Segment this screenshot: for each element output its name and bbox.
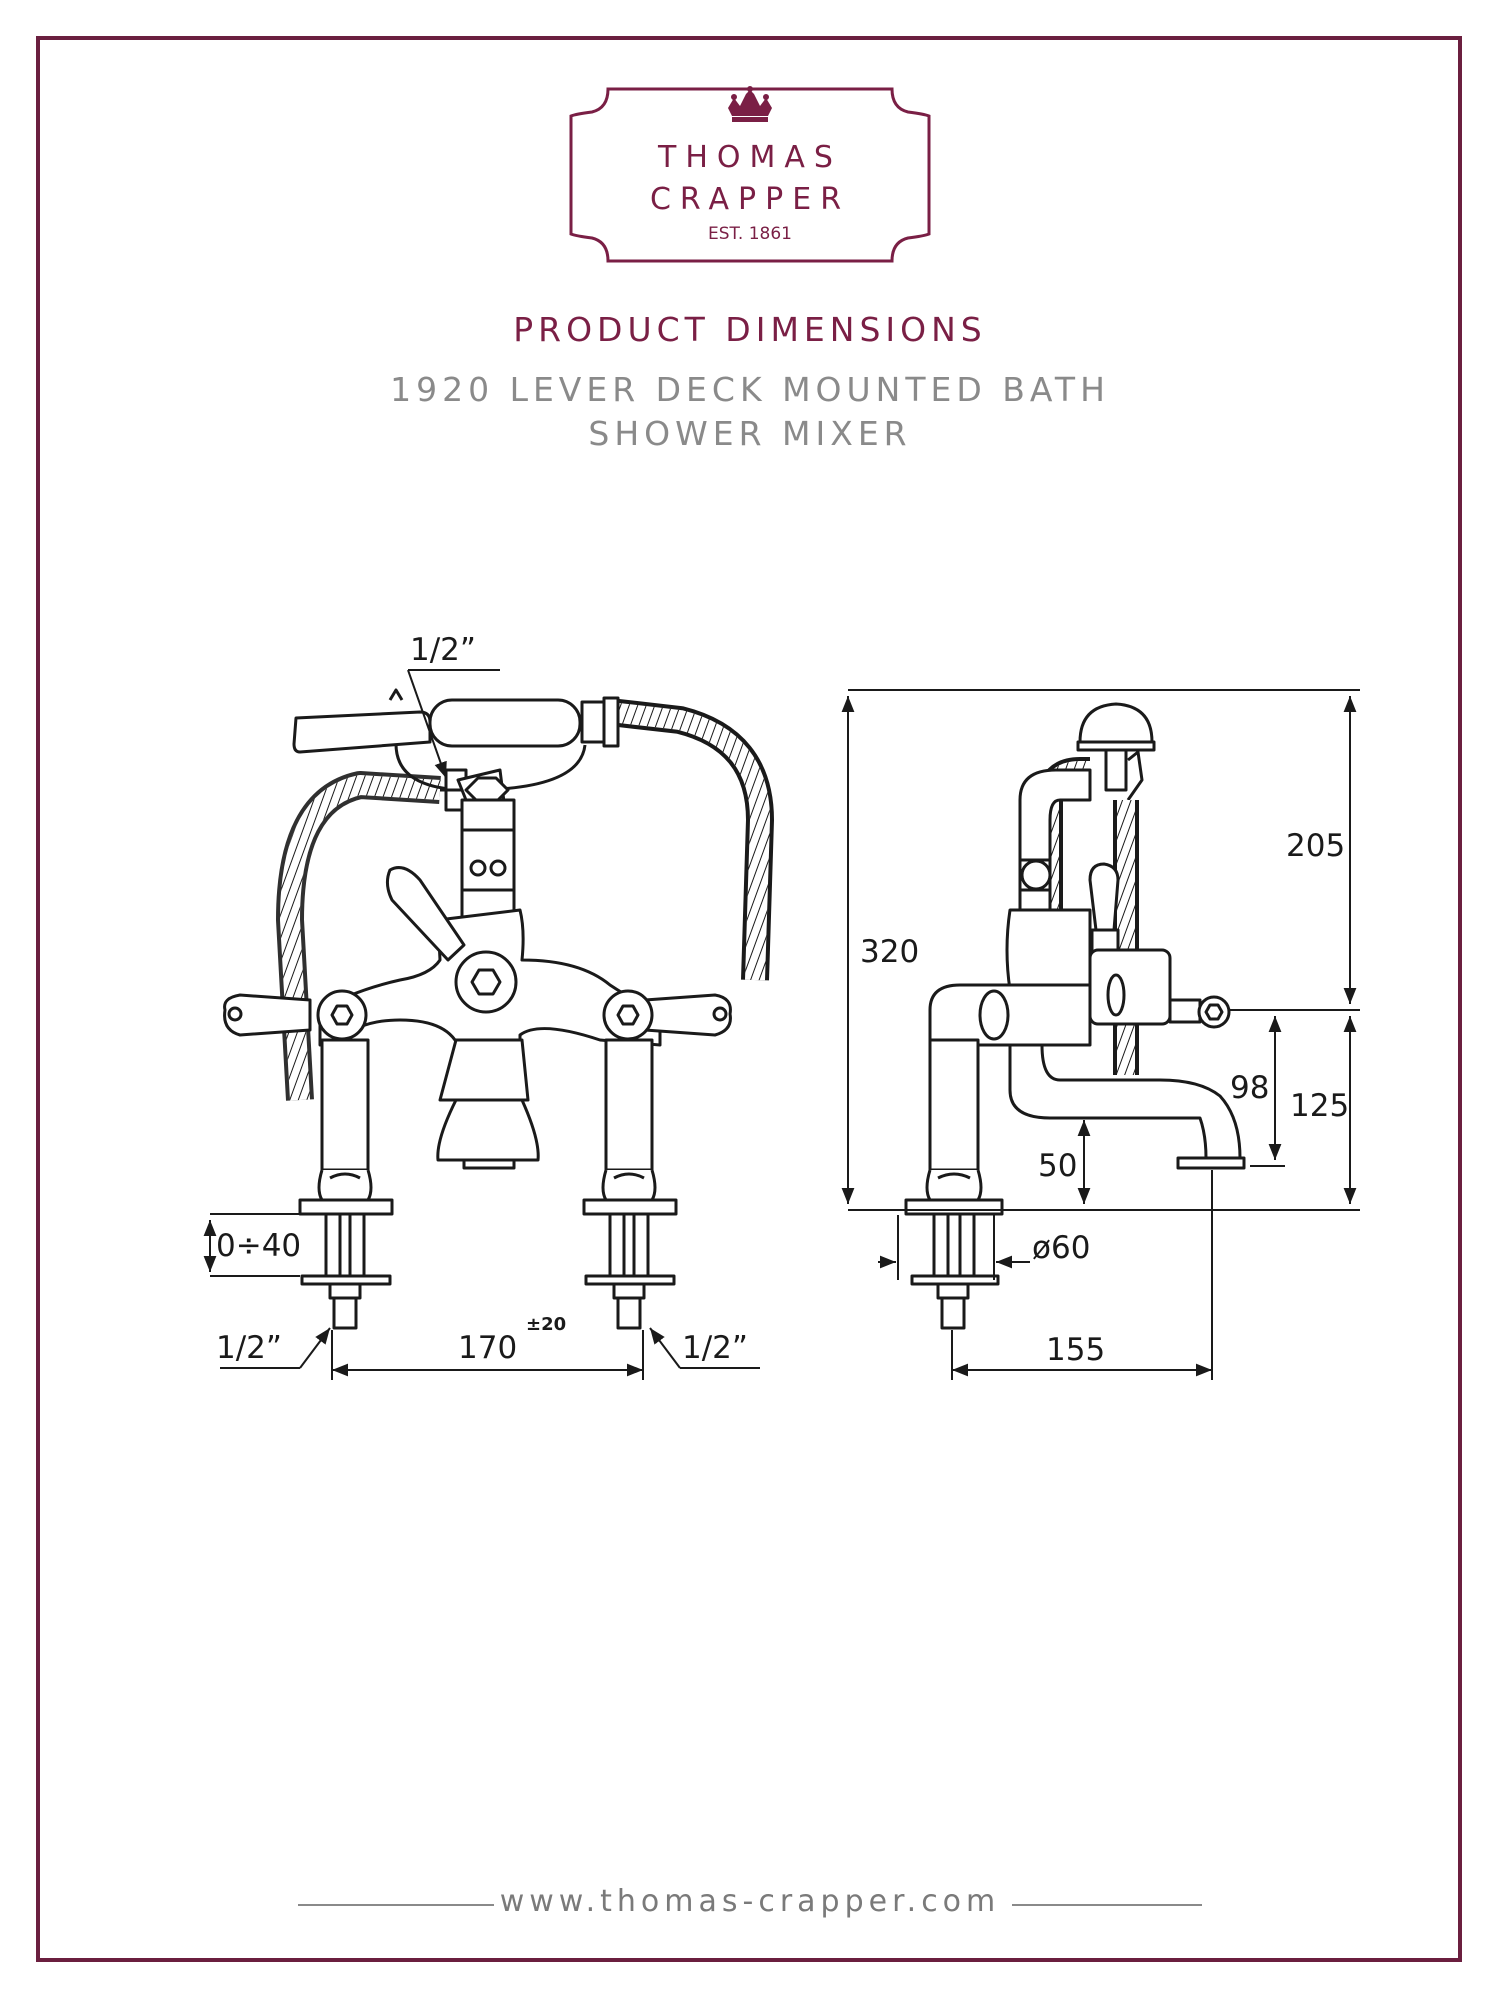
- upper-height-label: 205: [1286, 828, 1345, 864]
- right-handle-lever: [643, 993, 732, 1037]
- base-diameter-label: ø60: [1032, 1230, 1090, 1266]
- logo-plaque-shape: [569, 86, 931, 263]
- left-inlet-label: 1/2”: [216, 1330, 282, 1366]
- brand-logo: THOMAS CRAPPER EST. 1861: [568, 86, 932, 264]
- lower-height-label: 125: [1290, 1088, 1349, 1124]
- front-view: [223, 688, 774, 1330]
- brand-established: EST. 1861: [708, 224, 792, 244]
- brand-name-line2: CRAPPER: [649, 182, 851, 217]
- side-dimensions: [841, 689, 1360, 1380]
- side-leg: [928, 1038, 980, 1172]
- handset-handle: [428, 698, 582, 748]
- side-diverter-lever: [1088, 862, 1120, 932]
- total-height-label: 320: [860, 934, 919, 970]
- side-view: [904, 702, 1246, 1330]
- projection-label: 155: [1046, 1332, 1105, 1368]
- side-handset-head: [1078, 702, 1154, 744]
- handset-thread-label: 1/2”: [410, 632, 476, 668]
- product-title-line1: 1920 LEVER DECK MOUNTED BATH: [390, 370, 1110, 409]
- product-title-line2: SHOWER MIXER: [588, 414, 912, 453]
- page-border: [36, 36, 1462, 1962]
- footer-rule-right: [1012, 1904, 1202, 1906]
- left-handle-lever: [223, 993, 312, 1037]
- spout: [438, 1038, 530, 1102]
- page-heading: PRODUCT DIMENSIONS: [513, 310, 987, 349]
- footer-website-link[interactable]: www.thomas-crapper.com: [499, 1884, 1001, 1919]
- diverter-lever: [385, 866, 466, 962]
- side-mixer-body: [1005, 908, 1092, 992]
- central-column: [460, 798, 516, 922]
- front-dimensions: [203, 669, 760, 1380]
- footer-rule-left: [298, 1904, 494, 1906]
- outlet-drop-label: 98: [1230, 1070, 1269, 1106]
- side-spout: [1008, 1043, 1242, 1160]
- side-column: [1018, 768, 1092, 912]
- left-leg: [320, 1038, 370, 1172]
- centres-tolerance-label: ±20: [526, 1314, 566, 1335]
- brand-name-line1: THOMAS: [658, 140, 842, 175]
- right-inlet-label: 1/2”: [682, 1330, 748, 1366]
- crown-icon: [728, 86, 772, 122]
- centres-label: 170: [458, 1330, 517, 1366]
- shower-handset: [292, 710, 432, 754]
- right-leg: [604, 1038, 654, 1172]
- adjust-range-label: 0÷40: [216, 1228, 301, 1264]
- spout-clearance-label: 50: [1038, 1148, 1077, 1184]
